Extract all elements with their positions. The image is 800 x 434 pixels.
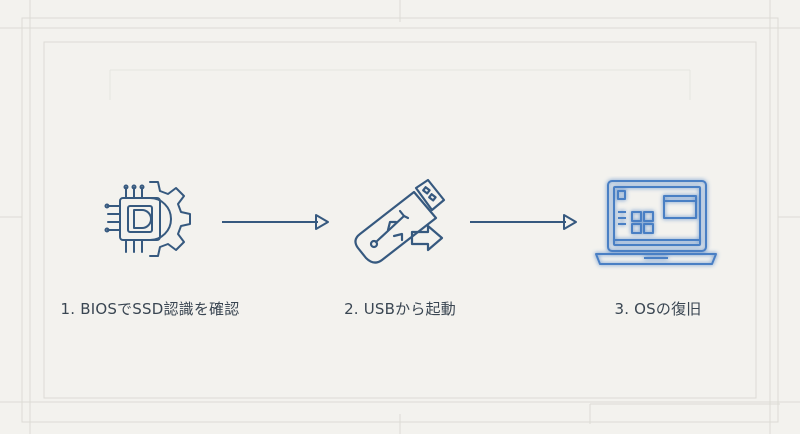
usb-drive-icon bbox=[354, 178, 446, 264]
laptop-icon bbox=[595, 180, 717, 265]
arrow-right-icon bbox=[222, 214, 329, 230]
arrow-right-icon bbox=[470, 214, 577, 230]
chip-gear-icon bbox=[104, 181, 191, 257]
step-2-label: 2. USBから起動 bbox=[344, 300, 456, 318]
step-1-label: 1. BIOSでSSD認識を確認 bbox=[60, 300, 240, 318]
step-3-label: 3. OSの復旧 bbox=[614, 300, 702, 318]
